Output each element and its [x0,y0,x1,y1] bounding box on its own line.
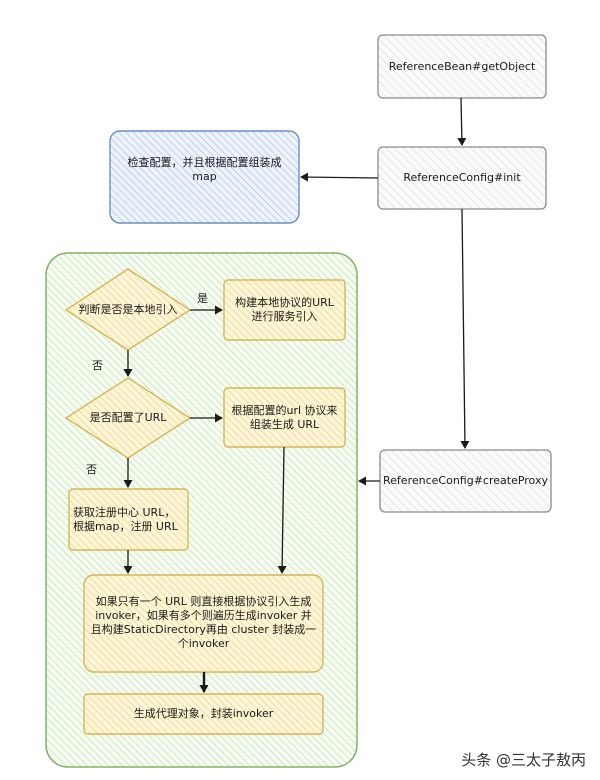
node-getobject-shape [377,34,547,99]
node-init-label: ReferenceConfig#init [403,171,521,184]
node-registry-shape [68,488,189,551]
watermark: 头条 @三太子敖丙 [461,751,586,769]
decision-url-label: 是否配置了URL [89,411,167,424]
node-generate-invoker-shape [83,574,324,673]
edge-getobject-init [457,97,467,146]
decision-url-shape [64,377,192,459]
node-assemble-url-shape [223,387,346,448]
node-build-local-label: 构建本地协议的URL 进行服务引入 [235,296,334,323]
edge-label-no-1: 否 [92,359,103,372]
edge-init-createproxy [460,208,470,449]
node-proxy-label: 生成代理对象，封装invoker [133,707,274,720]
node-generate-invoker-label: 如果只有一个 URL 则直接根据协议引入生成 invoker，如果有多个则遍历生… [90,595,317,650]
node-createproxy-shape [379,449,552,513]
node-getobject-label: ReferenceBean#getObject [388,59,536,73]
node-registry-label: 获取注册中心 URL， 根据map，注册 URL [73,505,178,533]
edge-init-check [300,172,379,182]
edge-label-no-2: 否 [86,463,97,476]
node-proxy-shape [83,693,324,735]
node-check-shape [109,130,300,224]
node-assemble-url-label: 根据配置的url 协议来 组装生成 URL [231,403,338,431]
node-createproxy-label: ReferenceConfig#createProxy [383,474,548,487]
edge-assemble-generate [277,446,287,574]
node-check-label: 检查配置，并且根据配置组装成 map [127,156,282,183]
decision-local-label: 判断是否是本地引入 [78,303,178,316]
node-build-local-shape [223,279,346,341]
edge-label-yes: 是 [197,292,208,305]
